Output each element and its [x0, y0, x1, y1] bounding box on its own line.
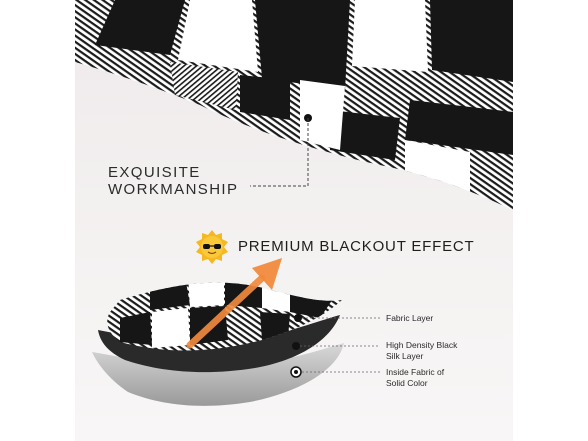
sun-with-sunglasses-icon: [196, 230, 228, 264]
inside-solid-color-layer: [92, 343, 344, 406]
top-plaid-fabric: [75, 0, 513, 210]
layer-label-line: Silk Layer: [386, 351, 424, 361]
layer-callouts: [290, 314, 380, 378]
layer-label-fabric: Fabric Layer: [386, 313, 433, 324]
layer-label-inside: Inside Fabric of Solid Color: [386, 367, 444, 389]
layer-label-line: Fabric Layer: [386, 313, 434, 323]
layer-label-silk: High Density Black Silk Layer: [386, 340, 457, 362]
section-title: PREMIUM BLACKOUT EFFECT: [238, 238, 475, 255]
layer-label-line: High Density Black: [386, 340, 458, 350]
layer-label-line: Solid Color: [386, 378, 428, 388]
upward-arrow-icon: [186, 258, 282, 349]
callout-line1: EXQUISITE: [108, 164, 201, 181]
callout-line2: WORKMANSHIP: [108, 181, 239, 198]
layer-label-line: Inside Fabric of: [386, 367, 445, 377]
black-silk-layer: [98, 315, 340, 373]
